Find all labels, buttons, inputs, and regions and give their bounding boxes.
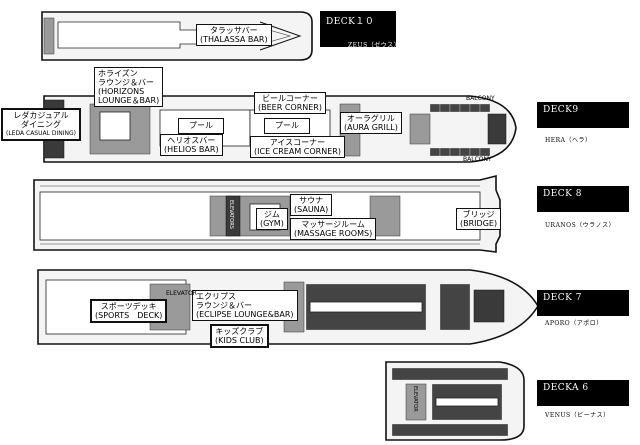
beer-corner-label: ビールコーナー(BEER CORNER) [254,92,326,114]
thalassa-bar-label: タラッサバー(THALASSA BAR) [196,24,272,46]
ice-cream-corner-label: アイスコーナー(ICE CREAM CORNER) [250,136,345,158]
deck7-name: APORO（アポロ） [545,320,603,327]
aura-grill-label: オーラグリル(AURA GRILL) [340,112,402,134]
pool-1: プール [178,118,224,134]
elevator-tag-deck7: ELEVATOR [166,290,197,297]
sports-deck-label: スポーツデッキ(SPORTS DECK) [90,299,168,323]
elevator-tag-deck6: ELEVATOR [412,386,418,412]
helios-bar-label: ヘリオスバー(HELIOS BAR) [160,134,223,156]
kids-club-label: キッズクラブ(KIDS CLUB) [210,324,269,348]
deck7-cabins [305,283,471,331]
elevators-tag-deck8: ELEVATORS [228,200,234,229]
deck10-name: ZEUS（ゼウス） [348,42,401,49]
leda-dining-label: レダカジュアルダイニング (LEDA CASUAL DINING) [1,108,81,141]
deck9-name: HERA（ヘラ） [545,137,592,144]
deck8-name: URANOS（ウラノス） [545,222,616,229]
sauna-label: サウナ(SAUNA) [290,194,333,216]
deck7-title: DECK 7 [537,290,629,316]
balcony-bottom-tag: BALCONY [463,156,492,163]
massage-rooms-label: マッサージルーム(MASSAGE ROOMS) [290,218,377,240]
pool-2: プール [264,118,310,134]
eclipse-lounge-label: エクリプスラウンジ＆バー(ECLIPSE LOUNGE&BAR) [192,290,298,321]
deck6-hull [385,361,525,441]
deck6-name: VENUS（ビーナス） [545,412,610,419]
deck10-title: DECK１０ [320,11,396,47]
balcony-top-tag: BALCONY [466,95,495,102]
bridge-label: ブリッジ(BRIDGE) [456,208,502,230]
deck9-title: DECK9 [537,102,629,128]
deck6-title: DECKA 6 [537,380,629,406]
deck8-title: DECK 8 [537,186,629,212]
gym-label: ジム(GYM) [256,208,288,230]
